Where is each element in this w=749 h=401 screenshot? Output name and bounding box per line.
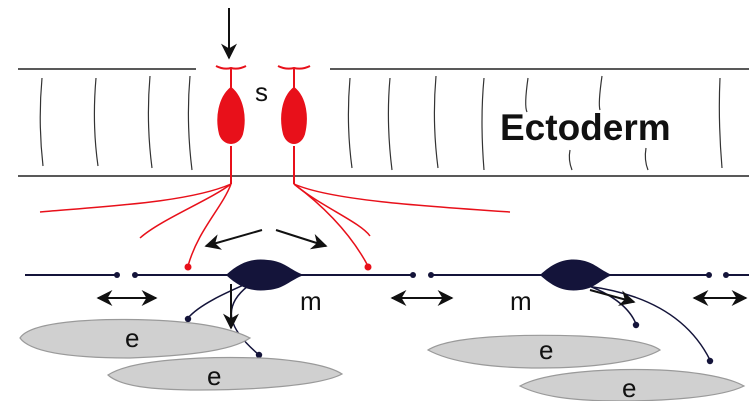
effector-cell — [518, 368, 746, 401]
motor-neuron-right — [540, 259, 714, 365]
effector-label: e — [539, 335, 553, 365]
sensory-terminal-right — [364, 263, 372, 271]
effector-cell — [19, 318, 252, 359]
ectoderm-layer: Ectoderm — [18, 68, 749, 177]
motor-label-right: m — [510, 286, 532, 316]
effector-arrow-right — [589, 289, 636, 306]
motor-label-left: m — [300, 286, 322, 316]
effector-cell — [426, 334, 662, 369]
spread-arrow-left — [204, 229, 263, 250]
sensory-neuron-left — [215, 65, 247, 184]
sensory-terminal-left — [184, 263, 192, 271]
effector-cells — [19, 318, 746, 401]
synapse-dots — [114, 272, 729, 278]
ectoderm-label: Ectoderm — [500, 107, 671, 148]
effector-label: e — [207, 361, 221, 391]
effector-cell — [107, 356, 344, 391]
ectoderm-cell-walls — [39, 75, 723, 171]
effector-label: e — [622, 373, 636, 401]
sensory-label: s — [255, 77, 268, 107]
effector-label: e — [125, 323, 139, 353]
motor-neuron-left — [184, 259, 304, 359]
spread-arrow-right — [275, 229, 328, 250]
sensory-neuron-right — [277, 65, 311, 184]
sensory-neurites — [39, 183, 511, 267]
sensory-neurons: s — [39, 65, 511, 271]
motor-nerve-net: m m — [25, 259, 749, 365]
conduction-arrows — [96, 229, 748, 330]
